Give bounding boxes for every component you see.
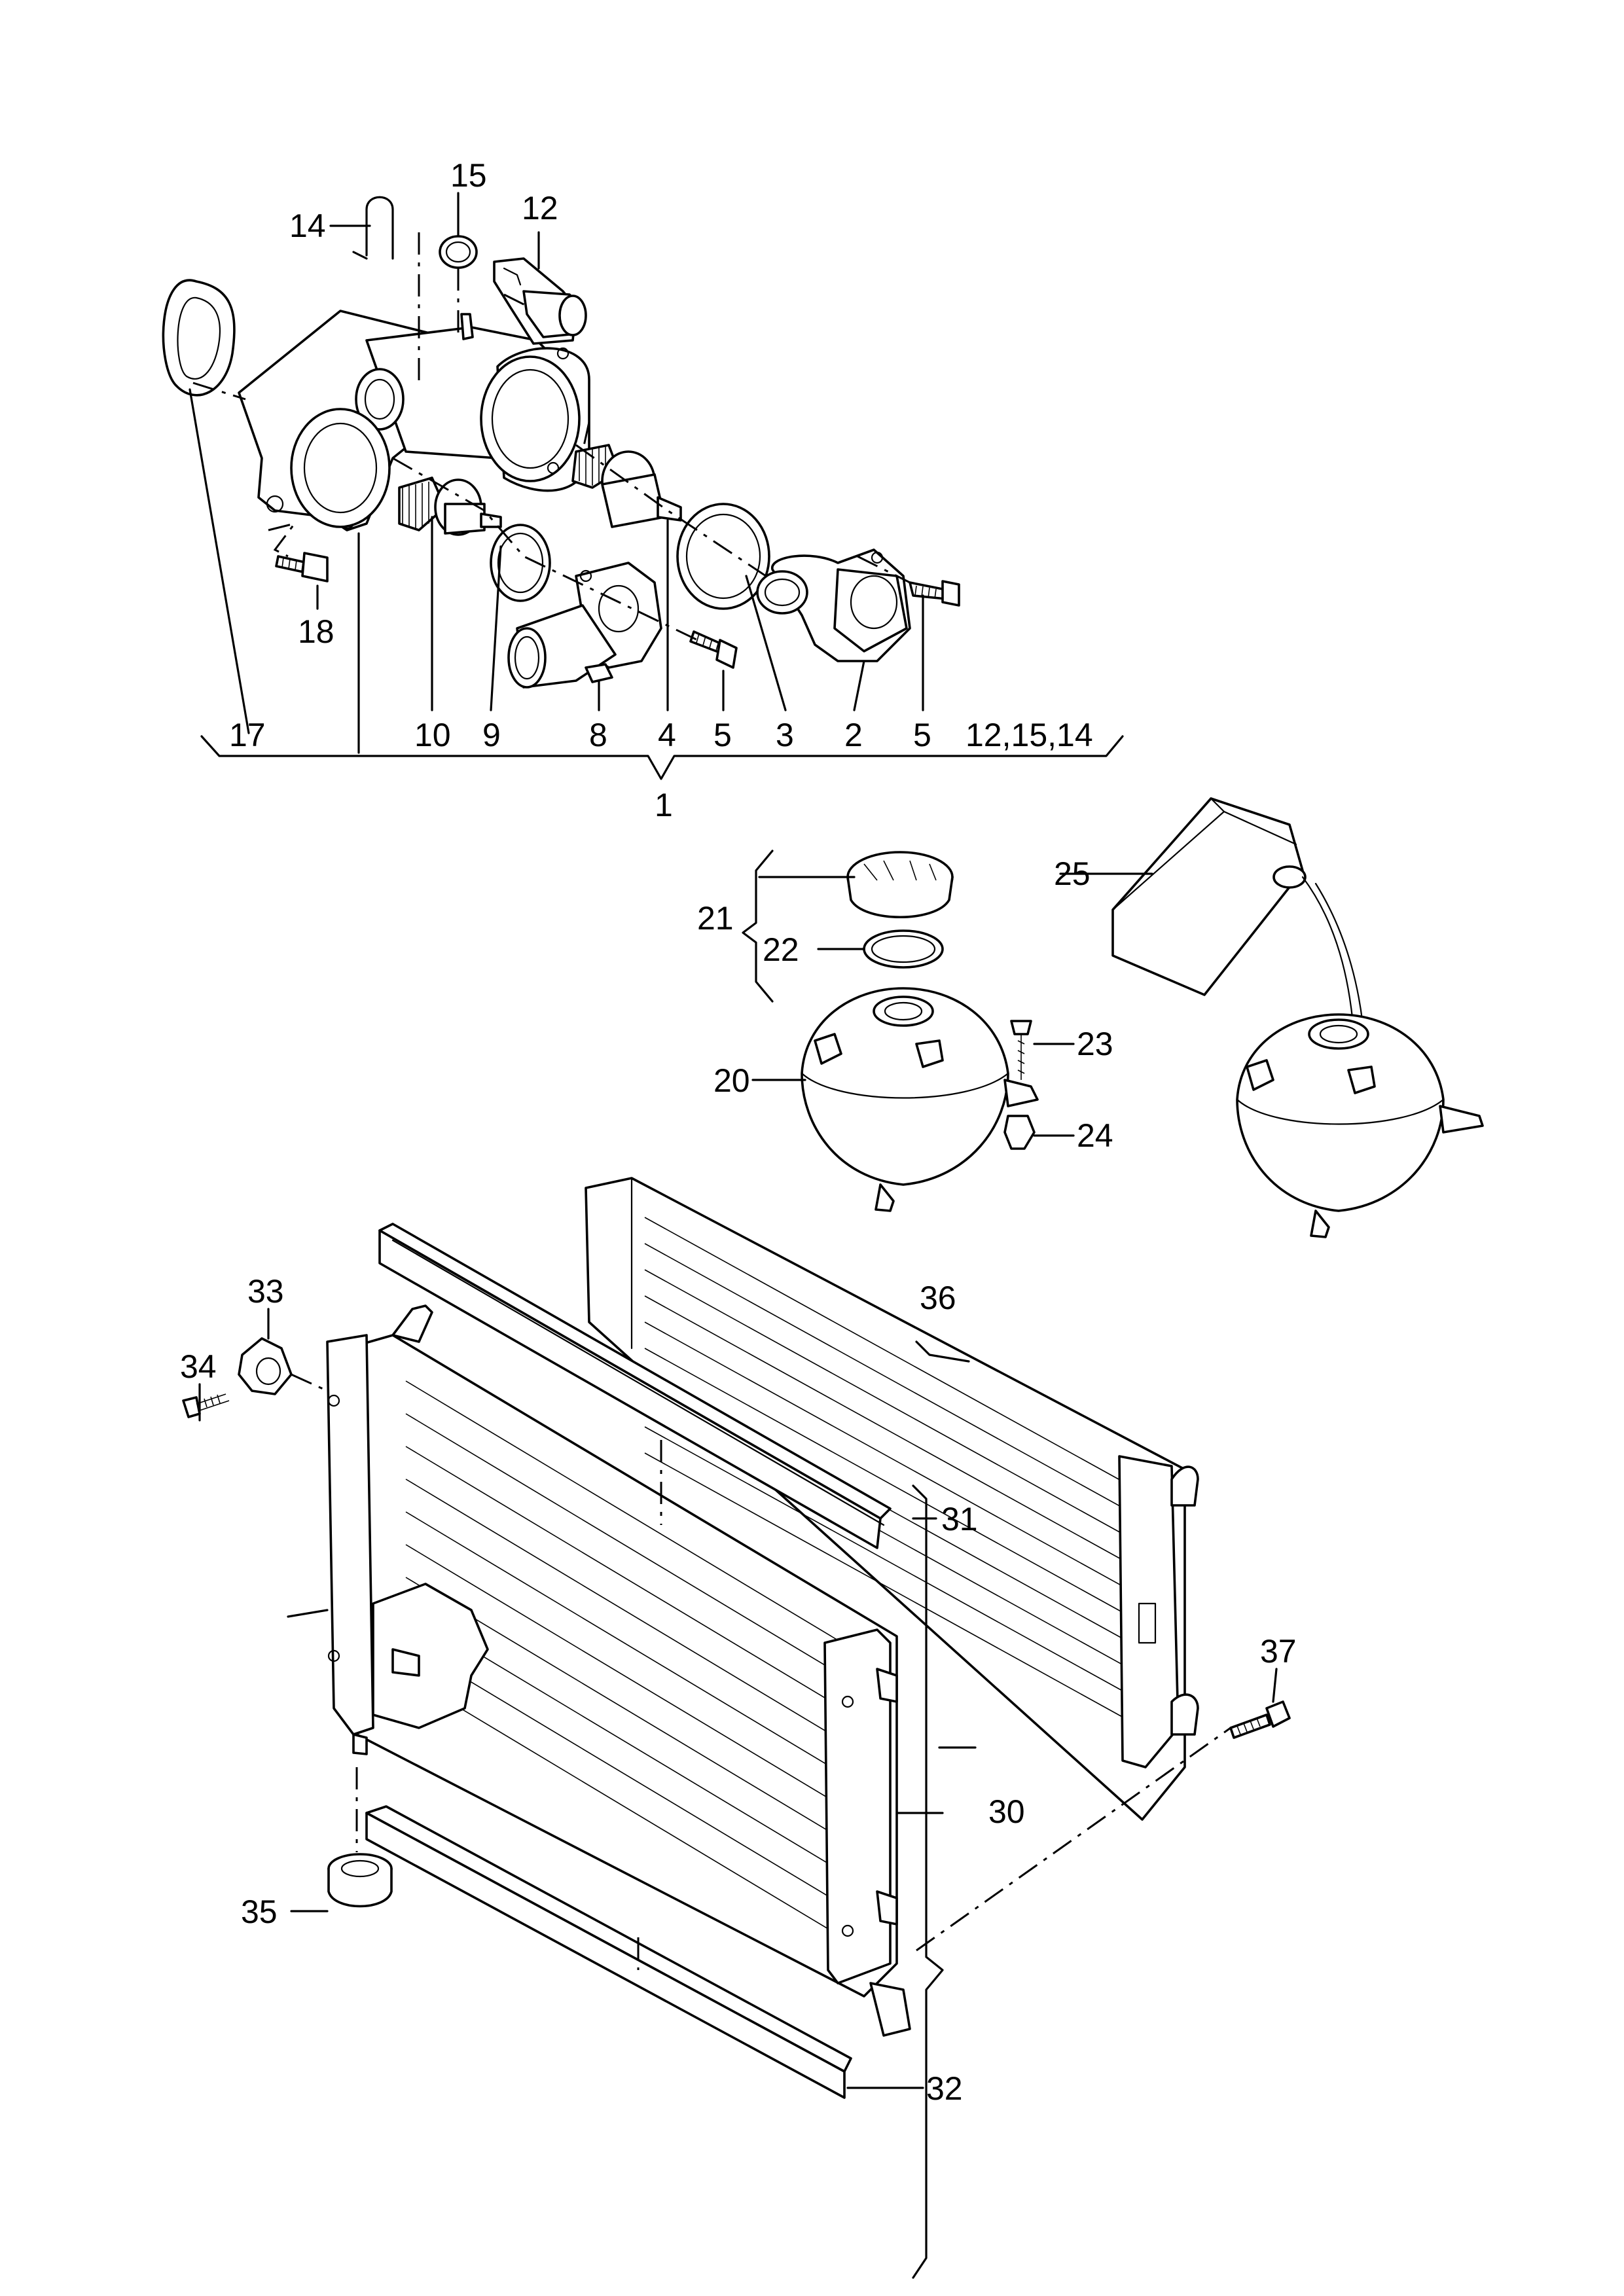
- thermostat-4-drawing: [571, 444, 682, 528]
- seal-strip-32-drawing: [365, 1805, 852, 2099]
- callout-31: 31: [941, 1501, 978, 1537]
- o-ring-3-drawing: [676, 503, 770, 610]
- bolt-18-drawing: [275, 552, 329, 583]
- callout-23: 23: [1077, 1026, 1113, 1062]
- callout-36: 36: [920, 1280, 956, 1316]
- clip-nut-24-drawing: [1003, 1115, 1036, 1150]
- radiator-30-drawing: [326, 1304, 911, 2037]
- callout-4: 4: [658, 717, 676, 753]
- callout-22: 22: [763, 931, 799, 968]
- filler-cap-21-drawing: [846, 851, 954, 919]
- radiator-group: [182, 1177, 1291, 2279]
- callout-37: 37: [1260, 1633, 1297, 1670]
- callout-32: 32: [926, 2070, 963, 2107]
- callout-25: 25: [1054, 855, 1091, 892]
- bolt-37-drawing: [1229, 1700, 1291, 1739]
- seal-strip-31-drawing: [378, 1223, 892, 1549]
- expansion-tank-20-drawing: [801, 987, 1039, 1212]
- screw-23-drawing: [1010, 1020, 1032, 1080]
- grommet-35-drawing: [327, 1853, 393, 1908]
- coolant-flange-8-drawing: [507, 562, 662, 689]
- group-1-bracket: [189, 192, 1124, 780]
- callout-30: 30: [988, 1793, 1025, 1830]
- callout-2: 2: [844, 717, 863, 753]
- callout-5-right: 5: [913, 717, 931, 753]
- mounting-bracket-33-drawing: [238, 1337, 293, 1395]
- o-ring-9-drawing: [490, 524, 551, 602]
- radiator-36-drawing: [585, 1177, 1199, 1821]
- expansion-tank-right-drawing: [1236, 1013, 1484, 1238]
- thermostat-housing-assembly: [162, 196, 960, 689]
- callout-35: 35: [241, 1893, 278, 1930]
- callout-20: 20: [713, 1062, 750, 1099]
- callout-8: 8: [589, 717, 607, 753]
- retaining-clip-14-drawing: [352, 196, 394, 260]
- callout-33: 33: [247, 1273, 284, 1310]
- bolt-34-drawing: [182, 1393, 230, 1418]
- callout-14: 14: [289, 207, 326, 244]
- temperature-sensor-12-drawing: [493, 257, 587, 345]
- callout-17: 17: [229, 717, 266, 753]
- coolant-bottle-25-drawing: [1111, 797, 1366, 1049]
- callout-15: 15: [450, 157, 487, 194]
- thermostat-10-drawing: [398, 476, 502, 536]
- coolant-flange-2-drawing: [756, 548, 911, 662]
- callout-1: 1: [655, 787, 673, 823]
- callout-5-middle: 5: [713, 717, 732, 753]
- callout-9: 9: [482, 717, 501, 753]
- o-ring-15-drawing: [439, 235, 478, 269]
- expansion-tank-group: [742, 797, 1484, 1238]
- bolt-5-right-drawing: [909, 580, 960, 607]
- bolt-5-middle-drawing: [689, 630, 738, 669]
- callout-12-15-14: 12,15,14: [965, 717, 1093, 753]
- callout-18: 18: [298, 613, 334, 650]
- callout-12: 12: [522, 190, 558, 226]
- callout-3: 3: [776, 717, 794, 753]
- callout-21: 21: [697, 900, 734, 937]
- callout-24: 24: [1077, 1117, 1113, 1154]
- callout-labels: 15 12 14 18 17 10 9 8 4 5 3 2 5 12,15,14…: [180, 157, 1297, 2107]
- callout-34: 34: [180, 1348, 217, 1385]
- callout-10: 10: [414, 717, 451, 753]
